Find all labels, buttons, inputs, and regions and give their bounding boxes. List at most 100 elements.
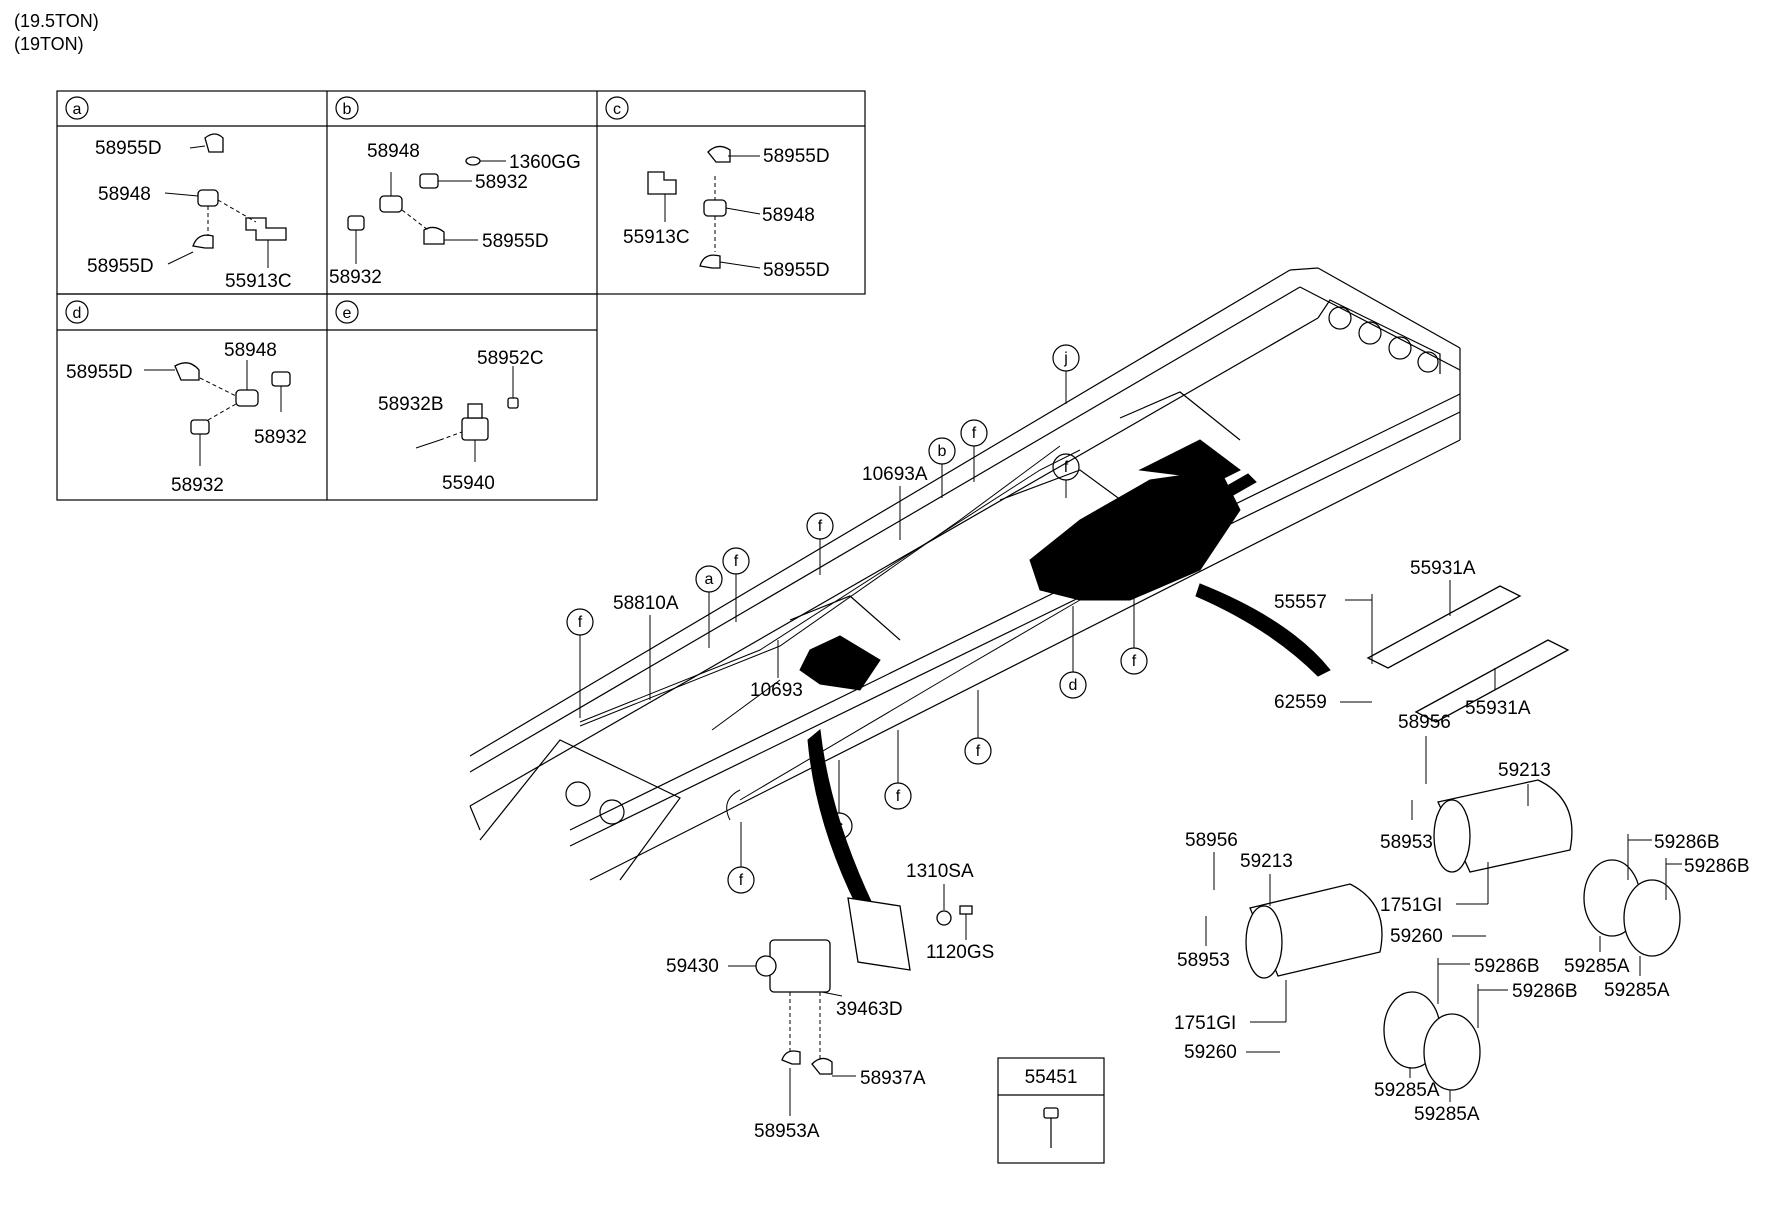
- label: 59285A: [1564, 956, 1630, 977]
- washer-icon: [936, 910, 952, 926]
- label: 59285A: [1374, 1080, 1440, 1101]
- label: 1120GS: [926, 942, 994, 963]
- callout-bubble: a: [695, 565, 723, 648]
- elbow-fitting-icon: [192, 234, 214, 249]
- label: 62559: [1274, 692, 1327, 713]
- callout-bubble: f: [960, 419, 988, 482]
- panel-c: 58955D 55913C 58948 58955D: [623, 145, 830, 281]
- bolt-head-icon: [1043, 1107, 1059, 1119]
- label: 58956: [1185, 830, 1238, 851]
- hose-silhouette: [1195, 583, 1331, 677]
- elbow-fitting-icon: [204, 133, 224, 153]
- fuel-tank-silhouette: [1029, 469, 1241, 601]
- label: 55451: [1025, 1067, 1078, 1088]
- elbow-fitting-icon: [174, 362, 200, 381]
- tee-fitting-icon: [703, 199, 727, 217]
- callout-bubble: b: [928, 437, 956, 498]
- label: 1751GI: [1174, 1013, 1236, 1034]
- main-labels: 10693A 58810A 10693 55557 55931A 55931A …: [613, 464, 1750, 1164]
- label: 58953: [1380, 832, 1433, 853]
- air-tank-end-icon: [1433, 799, 1471, 873]
- panel-b: 58948 1360GG 58932 58932 58955D: [329, 141, 581, 288]
- tee-fitting-icon: [379, 195, 403, 213]
- elbow-fitting-icon: [811, 1057, 833, 1075]
- chassis-frame: [469, 267, 1461, 881]
- label: 55940: [442, 473, 495, 494]
- svg-text:f: f: [1132, 653, 1137, 670]
- callout-bubble: j: [1052, 344, 1080, 404]
- svg-text:f: f: [734, 553, 739, 570]
- svg-text:c: c: [835, 818, 843, 835]
- label: 58948: [762, 205, 815, 226]
- tee-fitting-icon: [245, 217, 287, 241]
- label: 59213: [1498, 760, 1551, 781]
- label: 58955D: [66, 362, 133, 383]
- plug-fitting-icon: [419, 173, 439, 189]
- svg-text:a: a: [705, 571, 714, 588]
- label: 58953: [1177, 950, 1230, 971]
- label: 59286B: [1654, 832, 1720, 853]
- label: 55913C: [623, 227, 690, 248]
- air-tank-icon: [1437, 779, 1573, 873]
- bracket-icon: [847, 897, 911, 971]
- detail-panel-grid: [56, 90, 866, 501]
- bolt-icon: [959, 905, 973, 915]
- callout-bubble: d: [1059, 606, 1087, 699]
- label: 55913C: [225, 271, 292, 292]
- label: 1360GG: [509, 152, 581, 173]
- svg-text:f: f: [578, 614, 583, 631]
- svg-text:f: f: [818, 518, 823, 535]
- label: 55931A: [1410, 558, 1476, 579]
- panel-d: 58955D 58948 58932 58932: [66, 340, 307, 496]
- label: 58937A: [860, 1068, 926, 1089]
- svg-text:d: d: [1069, 677, 1078, 694]
- bracket-silhouette: [1138, 439, 1241, 481]
- panel-a-letter: a: [73, 101, 82, 118]
- panel-c-letter: c: [613, 101, 621, 118]
- tank-strap-icon: [1366, 585, 1522, 669]
- callout-bubble: f: [566, 608, 594, 718]
- port-icon: [755, 955, 777, 977]
- callout-bubble: f: [727, 822, 755, 894]
- panel-b-header: b: [335, 96, 359, 120]
- valve-cap-icon: [467, 403, 483, 419]
- callout-bubble: f: [722, 547, 750, 622]
- elbow-fitting-icon: [699, 254, 721, 269]
- panel-c-header: c: [605, 96, 629, 120]
- tee-fitting-icon: [197, 189, 219, 207]
- svg-text:f: f: [972, 425, 977, 442]
- callout-bubble: f: [884, 730, 912, 810]
- label: 59285A: [1414, 1104, 1480, 1125]
- label: 58955D: [482, 231, 549, 252]
- label: 10693A: [862, 464, 928, 485]
- label: 1310SA: [906, 861, 974, 882]
- label: 55931A: [1465, 698, 1531, 719]
- panel-e: 58952C 58932B 55940: [378, 348, 544, 494]
- label: 59286B: [1474, 956, 1540, 977]
- hose-silhouette: [807, 729, 881, 925]
- elbow-fitting-icon: [423, 226, 445, 245]
- label: 59260: [1390, 926, 1443, 947]
- callout-bubble: f: [806, 512, 834, 575]
- label: 58948: [367, 141, 420, 162]
- callout-bubble: f: [964, 690, 992, 765]
- label: 58932: [171, 475, 224, 496]
- svg-text:f: f: [976, 743, 981, 760]
- label: 55557: [1274, 592, 1327, 613]
- valve-block-silhouette: [799, 635, 881, 691]
- label: 58932: [329, 267, 382, 288]
- label: 59286B: [1684, 856, 1750, 877]
- callout-bubble: c: [825, 760, 853, 840]
- label: 58948: [98, 184, 151, 205]
- header-tonnage-1: (19.5TON): [14, 11, 99, 31]
- svg-text:b: b: [938, 443, 947, 460]
- elbow-fitting-icon: [781, 1050, 801, 1065]
- o-ring-icon: [465, 156, 481, 166]
- label: 58955D: [87, 256, 154, 277]
- label: 58810A: [613, 593, 679, 614]
- svg-text:f: f: [896, 788, 901, 805]
- plug-fitting-icon: [347, 215, 365, 231]
- label: 58955D: [95, 138, 162, 159]
- callout-bubble: f: [1120, 598, 1148, 675]
